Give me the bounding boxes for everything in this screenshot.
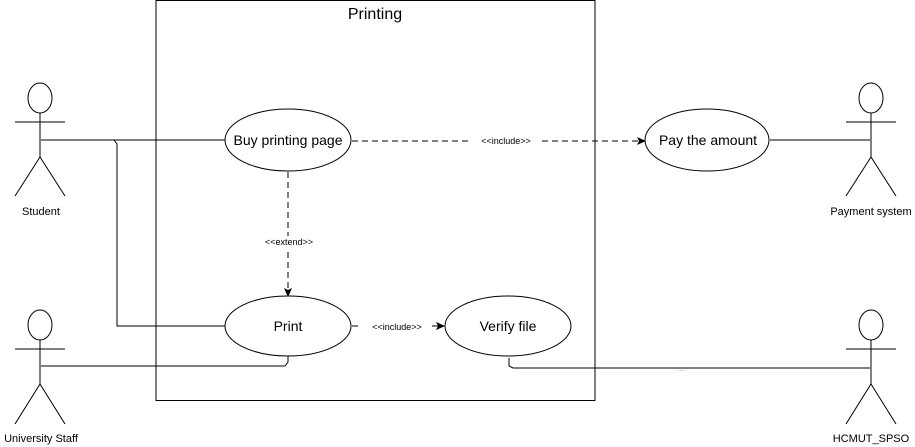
- actor-spso-label: HCMUT_SPSO: [833, 433, 910, 445]
- extend-label: <<extend>>: [265, 237, 313, 247]
- actor-staff-label: University Staff: [4, 433, 79, 445]
- use-case-print[interactable]: [224, 295, 352, 357]
- actor-hcmut-spso[interactable]: [845, 309, 897, 425]
- actor-student-label: Student: [22, 206, 60, 218]
- use-case-verify-file[interactable]: [444, 295, 572, 357]
- use-case-buy-label: Buy printing page: [234, 132, 343, 148]
- use-case-verify-label: Verify file: [480, 318, 537, 334]
- use-case-pay-the-amount[interactable]: [644, 108, 770, 172]
- actor-spso-head: [858, 309, 884, 341]
- include-verify-label-bg: [362, 320, 432, 332]
- actor-student[interactable]: [14, 82, 66, 197]
- actor-student-head: [27, 82, 53, 114]
- association-verify-spso: [508, 358, 870, 369]
- actor-payment-head: [858, 82, 884, 114]
- include-pay-label-bg: [470, 135, 542, 147]
- system-title: Printing: [348, 6, 402, 23]
- use-case-buy-printing-page[interactable]: [224, 108, 352, 172]
- use-case-print-label: Print: [274, 318, 303, 334]
- actor-staff-head: [27, 309, 53, 341]
- extend-label-bg: [256, 236, 320, 248]
- system-boundary: [155, 0, 596, 401]
- association-staff-print: [41, 356, 289, 367]
- actor-payment-system[interactable]: [845, 82, 897, 197]
- include-verify-label: <<include>>: [372, 322, 422, 332]
- use-case-pay-label: Pay the amount: [659, 132, 757, 148]
- include-pay-label: <<include>>: [481, 136, 531, 146]
- association-student-print: [113, 139, 225, 327]
- actor-payment-label: Payment system: [830, 206, 911, 218]
- spso-dots: ....: [677, 364, 686, 373]
- actor-university-staff[interactable]: [14, 309, 66, 425]
